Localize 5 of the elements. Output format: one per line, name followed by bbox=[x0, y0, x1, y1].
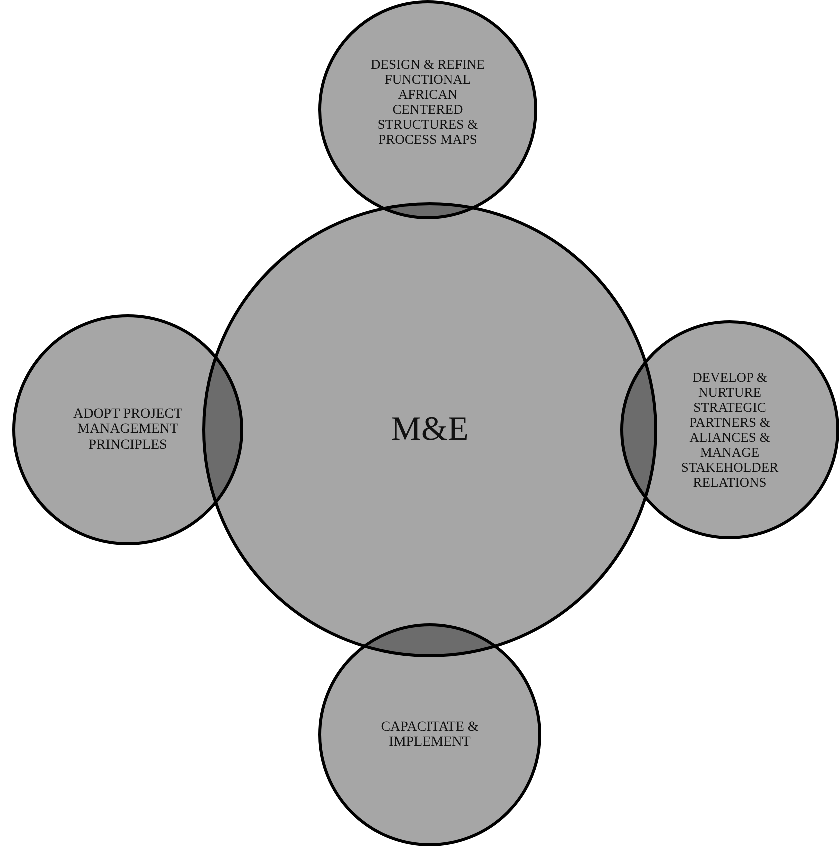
node-label: M&E bbox=[390, 411, 470, 450]
node-label: DESIGN & REFINE FUNCTIONAL AFRICAN CENTERED STRUCTURES & PROCESS MAPS bbox=[370, 56, 486, 148]
node-label: DEVELOP & NURTURE STRATEGIC PARTNERS & ALIANCES & MANAGE STAKEHOLDER RELATIONS bbox=[680, 370, 780, 490]
node-label: CAPACITATE & IMPLEMENT bbox=[380, 720, 480, 751]
node-label: ADOPT PROJECT MANAGEMENT PRINCIPLES bbox=[72, 406, 184, 454]
